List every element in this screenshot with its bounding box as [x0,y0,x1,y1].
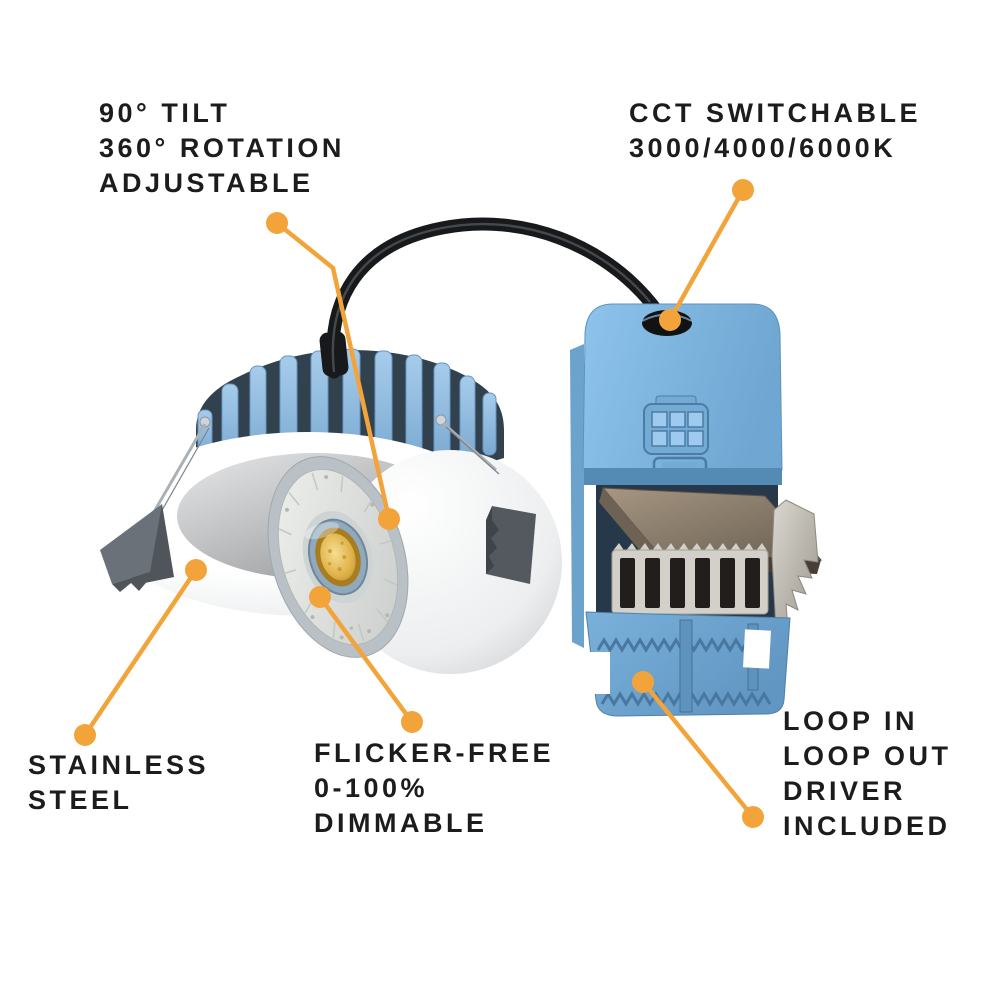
callout-tilt-line: 90° TILT [99,98,231,128]
callout-cct-line: 3000/4000/6000K [629,133,897,163]
callout-tilt-line: 360° ROTATION [99,133,345,163]
leader-driver [632,671,764,828]
driver-box [570,303,823,717]
callout-leaders [74,179,764,828]
callout-stainless: STAINLESS STEEL [28,748,209,818]
callout-cct: CCT SWITCHABLE 3000/4000/6000K [629,96,921,166]
leader-cct [659,179,754,331]
leader-stainless-steel [74,559,207,746]
callout-cct-line: CCT SWITCHABLE [629,98,921,128]
callout-tilt: 90° TILT 360° ROTATION ADJUSTABLE [99,96,345,201]
callout-stainless-line: STEEL [28,785,133,815]
callout-dimmable-line: 0-100% [314,773,429,803]
lamp-lens [267,456,409,658]
cable-tray [585,611,791,717]
downlight-fixture [100,331,562,674]
callout-tilt-line: ADJUSTABLE [99,168,314,198]
callout-dimmable: FLICKER-FREE 0-100% DIMMABLE [314,736,554,841]
callout-dimmable-line: FLICKER-FREE [314,738,554,768]
callout-driver-line: INCLUDED [783,811,951,841]
driver-side [570,344,584,648]
led-texture [327,541,347,572]
terminal-claw [771,499,819,631]
callout-stainless-line: STAINLESS [28,750,210,780]
screw-left [199,416,211,428]
lid-edge [584,468,782,485]
spring-clip-left [100,504,174,592]
tray-cutout-left [586,652,610,694]
callout-dimmable-line: DIMMABLE [314,808,488,838]
tray-cutout-right [743,629,771,669]
callout-driver: LOOP IN LOOP OUT DRIVER INCLUDED [783,704,952,844]
leader-dimmable [309,586,423,733]
spring-clip-right [486,506,536,584]
dip-connector [643,395,709,455]
lens-speckles [284,474,390,640]
lens-facets [278,472,398,642]
terminal-block [611,543,769,615]
callout-driver-line: LOOP IN [783,706,919,736]
callout-driver-line: LOOP OUT [783,741,952,771]
leader-tilt-adjustable [266,212,400,530]
callout-driver-line: DRIVER [783,776,907,806]
